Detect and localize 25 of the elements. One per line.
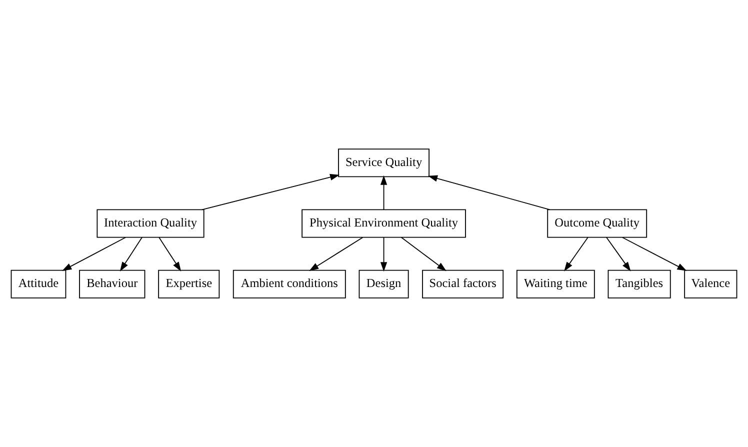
node-box: Outcome Quality bbox=[547, 209, 648, 238]
node-box: Social factors bbox=[422, 270, 504, 298]
node-box: Expertise bbox=[158, 270, 220, 298]
arrow bbox=[428, 175, 550, 210]
arrow bbox=[62, 236, 126, 271]
arrow bbox=[309, 236, 364, 272]
node-box: Interaction Quality bbox=[96, 209, 204, 238]
node-box: Design bbox=[358, 270, 409, 298]
node-box: Physical Environment Quality bbox=[302, 209, 466, 238]
arrow bbox=[400, 236, 446, 272]
node-box: Ambient conditions bbox=[232, 270, 346, 298]
node-box: Waiting time bbox=[516, 270, 595, 298]
arrow bbox=[622, 236, 687, 271]
node-box: Attitude bbox=[10, 270, 66, 298]
node-box: Tangibles bbox=[608, 270, 671, 298]
node-box: Behaviour bbox=[79, 270, 146, 298]
arrow bbox=[158, 236, 182, 272]
arrow bbox=[202, 174, 340, 210]
arrow bbox=[564, 236, 588, 272]
node-box: Service Quality bbox=[338, 148, 430, 178]
node-box: Valence bbox=[684, 270, 738, 298]
arrow bbox=[606, 236, 631, 272]
arrow bbox=[380, 236, 388, 272]
arrow bbox=[120, 236, 142, 272]
arrow bbox=[380, 175, 388, 210]
